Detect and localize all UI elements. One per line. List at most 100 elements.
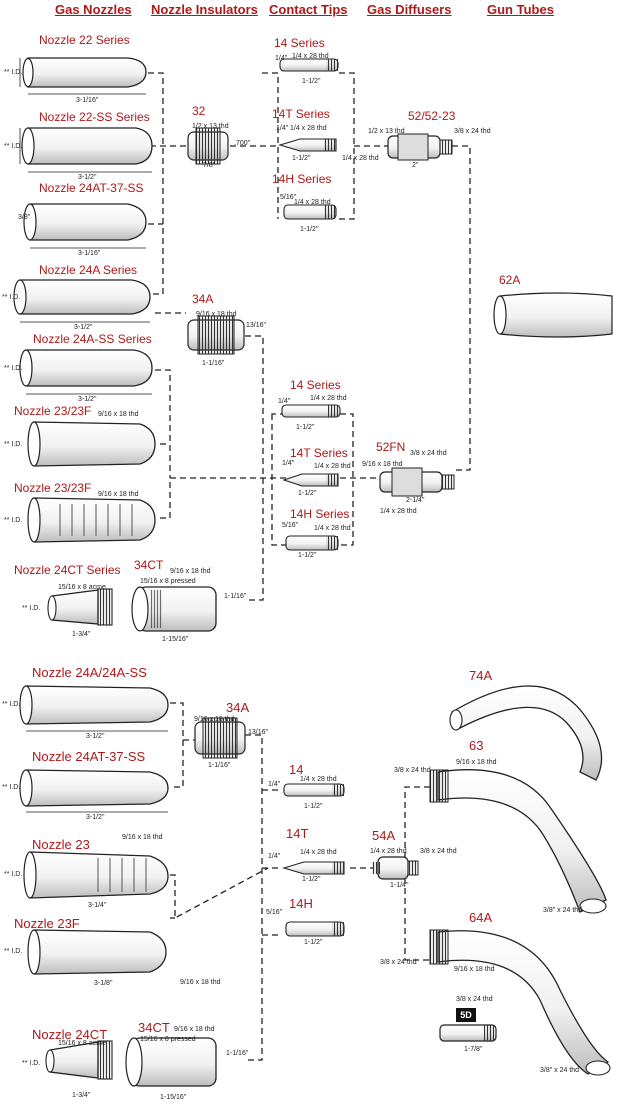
label-tip-14h: 14H <box>289 896 313 911</box>
dim-length: 1-3/4" <box>72 1092 91 1099</box>
dim-thread: 9/16 x 18 thd <box>98 491 139 498</box>
label-diffuser-54a: 54A <box>372 828 396 843</box>
label-tip-14: 14 <box>289 762 304 777</box>
dim-id: ** I.D. <box>2 701 21 708</box>
dim-thread: 3/8" x 24 thd <box>540 1067 580 1074</box>
nozzle-24at-37-ss-2 <box>19 769 169 813</box>
header-gas-nozzles: Gas Nozzles <box>55 2 132 17</box>
dim-thread: 15/16 x 8 pressed <box>140 1036 196 1043</box>
label-nozzle-22-ss: Nozzle 22-SS Series <box>39 110 150 124</box>
dim-thread: 3/8 x 24 thd <box>410 450 447 457</box>
dim-diameter: 5/16" <box>282 522 299 529</box>
badge-5d: 5D <box>456 1008 476 1022</box>
dim-thread: 9/16 x 18 thd <box>170 568 211 575</box>
dim-id: ** I.D. <box>2 294 21 301</box>
connector-lines-bottom <box>170 702 432 1061</box>
nozzle-24ct <box>47 588 113 626</box>
dim-width: 1-1/16" <box>208 762 231 769</box>
dim-id: ** I.D. <box>2 784 21 791</box>
insulator-34ct <box>131 586 217 632</box>
dim-length: 1-7/8" <box>464 1046 483 1053</box>
dim-diameter: 1/4" <box>282 460 295 467</box>
label-nozzle-23: Nozzle 23 <box>32 837 90 852</box>
label-nozzle-23-23f-a: Nozzle 23/23F <box>14 404 92 418</box>
dim-length: 1-1/2" <box>304 939 323 946</box>
contact-tip-14h <box>285 921 345 937</box>
dim-thread: 3/8 x 24 thd <box>456 996 493 1003</box>
dim-height: 1-1/16" <box>224 593 247 600</box>
dim-length: 2" <box>412 162 419 169</box>
nozzle-22 <box>19 57 147 95</box>
dim-height: 13/16" <box>246 322 267 329</box>
nozzle-22-ss <box>19 127 153 173</box>
diffuser-52 <box>387 133 453 161</box>
dim-length: 1-1/2" <box>304 803 323 810</box>
gun-tube-62a <box>493 292 613 338</box>
dim-thread: 1/4 x 28 thd <box>314 525 351 532</box>
label-insulator-34a-2: 34A <box>226 700 250 715</box>
dim-thread: 3/8" x 24 thd <box>543 907 583 914</box>
dim-thread: 1/4 x 28 thd <box>380 508 417 515</box>
dim-length: 1-1/2" <box>292 155 311 162</box>
dim-width: 1-1/16" <box>202 360 225 367</box>
dim-diameter: 1/4" <box>275 55 288 62</box>
label-gun-tube-64a: 64A <box>469 910 493 925</box>
label-insulator-34ct-2: 34CT <box>138 1020 170 1035</box>
label-tip-14-b: 14 Series <box>290 378 341 392</box>
label-gun-tube-63: 63 <box>469 738 484 753</box>
header-gas-diffusers: Gas Diffusers <box>367 2 452 17</box>
nozzle-24ct-2 <box>45 1040 113 1080</box>
dim-length: 1-3/4" <box>72 631 91 638</box>
dim-id: ** I.D. <box>4 441 23 448</box>
label-nozzle-24a-ss: Nozzle 24A-SS Series <box>33 332 152 346</box>
contact-tip-14-b <box>281 404 341 418</box>
label-diffuser-52fn: 52FN <box>376 440 406 454</box>
dim-thread: 9/16 x 18 thd <box>194 716 235 723</box>
dim-length: 3-1/2" <box>86 733 105 740</box>
dim-thread: 9/16 x 18 thd <box>122 834 163 841</box>
dim-diameter: 1/4" <box>268 853 281 860</box>
dim-width: 7/8" <box>203 162 216 169</box>
contact-tip-14t-a <box>278 138 337 152</box>
dim-id: ** I.D. <box>22 605 41 612</box>
dim-thread: 9/16 x 18 thd <box>174 1026 215 1033</box>
dim-length: 1-1/2" <box>302 78 321 85</box>
dim-thread: 1/2 x 13 thd <box>192 123 229 130</box>
label-nozzle-23-23f-b: Nozzle 23/23F <box>14 481 92 495</box>
nozzle-24a <box>13 279 151 323</box>
dim-diameter: 1/4" <box>268 781 281 788</box>
dim-id: ** I.D. <box>4 365 23 372</box>
dim-thread: 1/4 x 28 thd <box>310 395 347 402</box>
dim-length: 3-1/4" <box>88 902 107 909</box>
diffuser-5d <box>439 1024 497 1042</box>
gun-tube-74a <box>449 685 603 781</box>
dim-length: 3-1/2" <box>78 174 97 181</box>
dim-id: ** I.D. <box>4 871 23 878</box>
dim-diameter: 1/4" <box>276 125 289 132</box>
dim-thread: 1/4 x 28 thd <box>292 53 329 60</box>
label-nozzle-24ct-2: Nozzle 24CT <box>32 1027 108 1042</box>
dim-thread: 1/4 x 28 thd <box>314 463 351 470</box>
label-nozzle-24a: Nozzle 24A Series <box>39 263 138 277</box>
label-tip-14t-a: 14T Series <box>272 107 330 121</box>
label-insulator-34a: 34A <box>192 292 214 306</box>
dim-thread: 15/16 x 8 acme <box>58 584 106 591</box>
label-insulator-34ct: 34CT <box>134 558 164 572</box>
label-tip-14t-b: 14T Series <box>290 446 348 460</box>
dim-thread: 9/16 x 18 thd <box>362 461 403 468</box>
contact-tip-14h-b <box>285 535 339 551</box>
dim-thread: 9/16 x 18 thd <box>454 966 495 973</box>
dim-width: 1-15/16" <box>160 1094 187 1101</box>
nozzle-23-23f-a <box>27 421 156 467</box>
label-nozzle-22: Nozzle 22 Series <box>39 33 130 47</box>
nozzle-23f <box>27 929 167 975</box>
dim-thread: 9/16 x 18 thd <box>98 411 139 418</box>
nozzle-24a-24a-ss <box>19 685 169 732</box>
label-tip-14h-a: 14H Series <box>272 172 332 186</box>
contact-tip-14 <box>283 783 345 797</box>
dim-thread: 3/8 x 24 thd <box>454 128 491 135</box>
insulator-32 <box>187 127 229 165</box>
insulator-34a <box>187 315 245 355</box>
dim-thread: 1/4 x 28 thd <box>300 849 337 856</box>
